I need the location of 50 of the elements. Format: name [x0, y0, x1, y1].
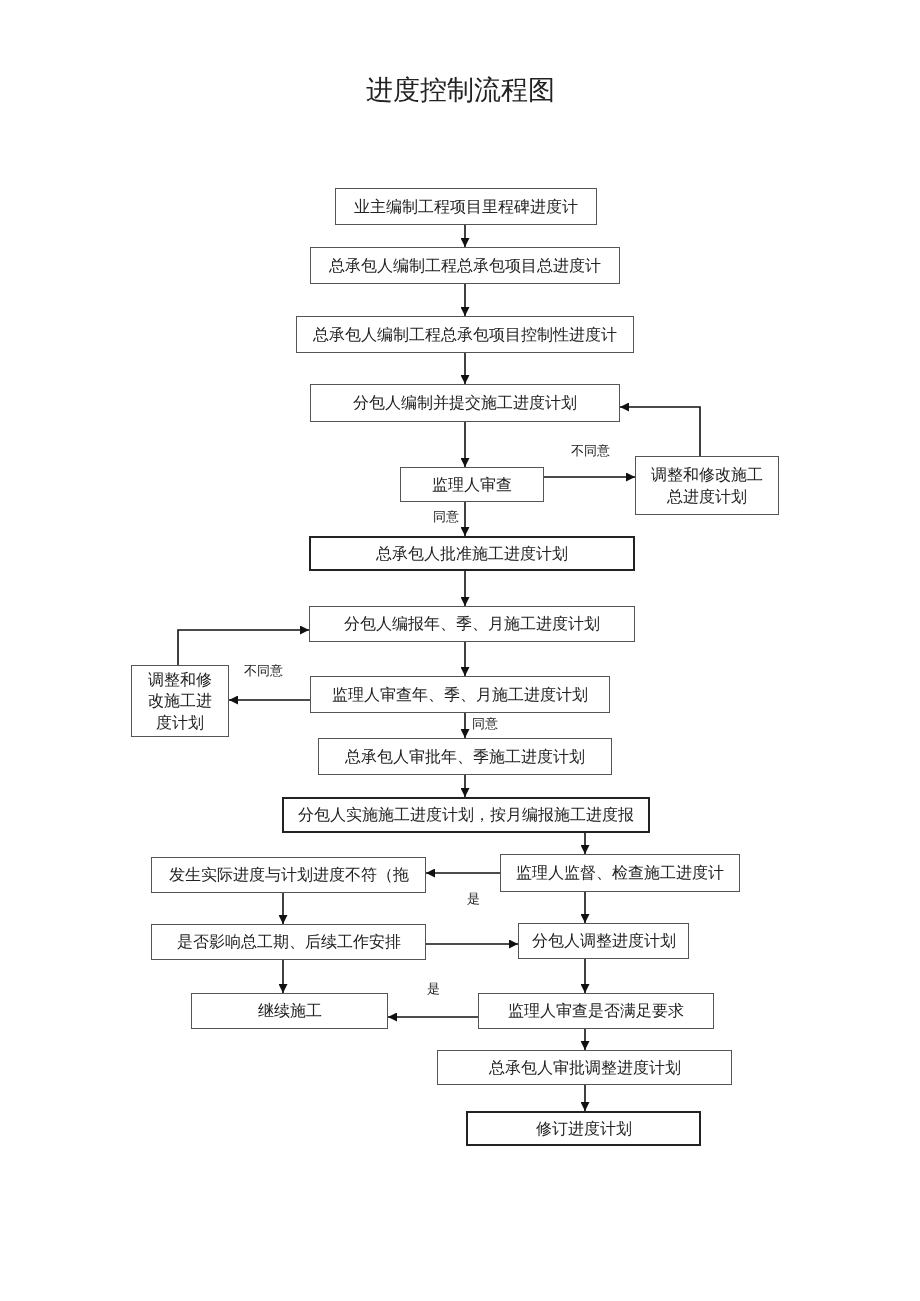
process-box: 调整和修改施工进度计划	[131, 665, 229, 737]
process-box: 总承包人批准施工进度计划	[309, 536, 635, 571]
arrow	[460, 641, 470, 677]
arrow	[460, 712, 470, 739]
arrow	[177, 625, 310, 666]
arrow	[543, 472, 636, 482]
arrow	[580, 1084, 590, 1112]
edge-label: 同意	[471, 715, 499, 733]
process-box: 总承包人编制工程总承包项目控制性进度计	[296, 316, 634, 353]
arrow	[460, 501, 470, 537]
process-box: 调整和修改施工总进度计划	[635, 456, 779, 515]
process-box: 发生实际进度与计划进度不符（拖	[151, 857, 426, 893]
edge-label: 不同意	[570, 442, 611, 460]
arrow	[580, 1028, 590, 1051]
arrow	[460, 352, 470, 385]
process-box: 继续施工	[191, 993, 388, 1029]
arrow	[460, 283, 470, 317]
arrow	[228, 695, 311, 705]
edge-label: 是	[426, 980, 441, 998]
process-box: 总承包人编制工程总承包项目总进度计	[310, 247, 620, 284]
arrow	[460, 421, 470, 468]
process-box: 监理人审查是否满足要求	[478, 993, 714, 1029]
arrow	[580, 891, 590, 924]
process-box: 监理人审查年、季、月施工进度计划	[310, 676, 610, 713]
process-box: 分包人实施施工进度计划，按月编报施工进度报	[282, 797, 650, 833]
arrow	[278, 959, 288, 994]
title: 进度控制流程图	[364, 73, 556, 107]
arrow	[460, 224, 470, 248]
process-box: 总承包人审批调整进度计划	[437, 1050, 732, 1085]
arrow	[619, 402, 701, 457]
arrow	[580, 958, 590, 994]
process-box: 监理人审查	[400, 467, 544, 502]
arrow	[387, 1012, 479, 1022]
arrow	[278, 892, 288, 925]
arrow	[460, 570, 470, 607]
process-box: 分包人编制并提交施工进度计划	[310, 384, 620, 422]
arrow	[460, 774, 470, 798]
arrow	[580, 832, 590, 855]
arrow	[425, 868, 501, 878]
edge-label: 是	[466, 890, 481, 908]
process-box: 修订进度计划	[466, 1111, 701, 1146]
process-box: 是否影响总工期、后续工作安排	[151, 924, 426, 960]
process-box: 分包人编报年、季、月施工进度计划	[309, 606, 635, 642]
edge-label: 不同意	[243, 662, 284, 680]
process-box: 分包人调整进度计划	[518, 923, 689, 959]
process-box: 总承包人审批年、季施工进度计划	[318, 738, 612, 775]
arrow	[425, 939, 519, 949]
process-box: 业主编制工程项目里程碑进度计	[335, 188, 597, 225]
process-box: 监理人监督、检查施工进度计	[500, 854, 740, 892]
edge-label: 同意	[432, 508, 460, 526]
